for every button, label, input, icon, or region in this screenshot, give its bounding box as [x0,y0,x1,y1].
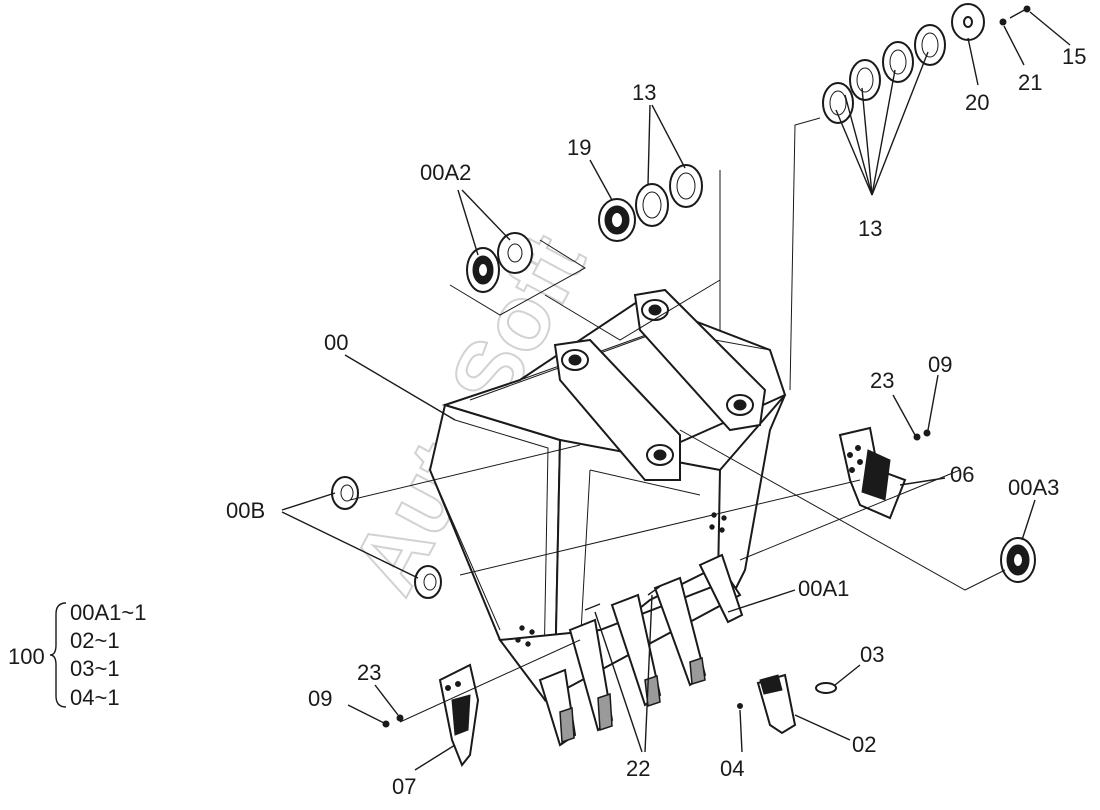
label-19: 19 [567,135,591,160]
plate-20-washer-21-bolt-15 [951,3,1031,41]
label-13-top: 13 [632,80,656,105]
label-04: 04 [720,756,744,781]
tooth-02-pin-03-lock-04 [737,673,837,735]
label-23-right: 23 [870,368,894,393]
label-00a2: 00A2 [420,160,471,185]
seal-00a3 [1000,537,1036,583]
kit-item: 03~1 [70,656,120,681]
seal-00a2 [449,232,586,316]
label-22: 22 [626,756,650,781]
label-06: 06 [950,462,974,487]
shims-13-top [544,164,721,341]
label-23-left: 23 [357,660,381,685]
side-cutter-06 [838,426,931,520]
side-cutter-07 [382,663,480,767]
part-labels: 00 00A2 19 13 13 20 21 15 23 09 06 00A3 … [226,44,1086,799]
kit-item: 02~1 [70,628,120,653]
seal-19 [598,198,636,242]
label-09-left: 09 [308,686,332,711]
kit-brace [49,602,67,708]
label-03: 03 [860,642,884,667]
label-21: 21 [1018,70,1042,95]
label-00b: 00B [226,498,265,523]
leader-lines [281,11,1071,771]
label-00a1: 00A1 [798,576,849,601]
kit-number: 100 [8,644,45,669]
kit-legend: 100 00A1~1 02~1 03~1 04~1 [8,600,146,710]
label-07: 07 [392,774,416,799]
label-00a3: 00A3 [1008,475,1059,500]
bolts-22 [584,584,663,611]
label-02: 02 [852,732,876,757]
label-20: 20 [965,90,989,115]
label-13-right: 13 [858,216,882,241]
kit-item: 00A1~1 [70,600,146,625]
label-00: 00 [324,330,348,355]
kit-item: 04~1 [70,685,120,710]
label-15: 15 [1062,44,1086,69]
shims-13-right [789,24,946,391]
bushings-00b [331,476,442,599]
label-09-right: 09 [928,352,952,377]
